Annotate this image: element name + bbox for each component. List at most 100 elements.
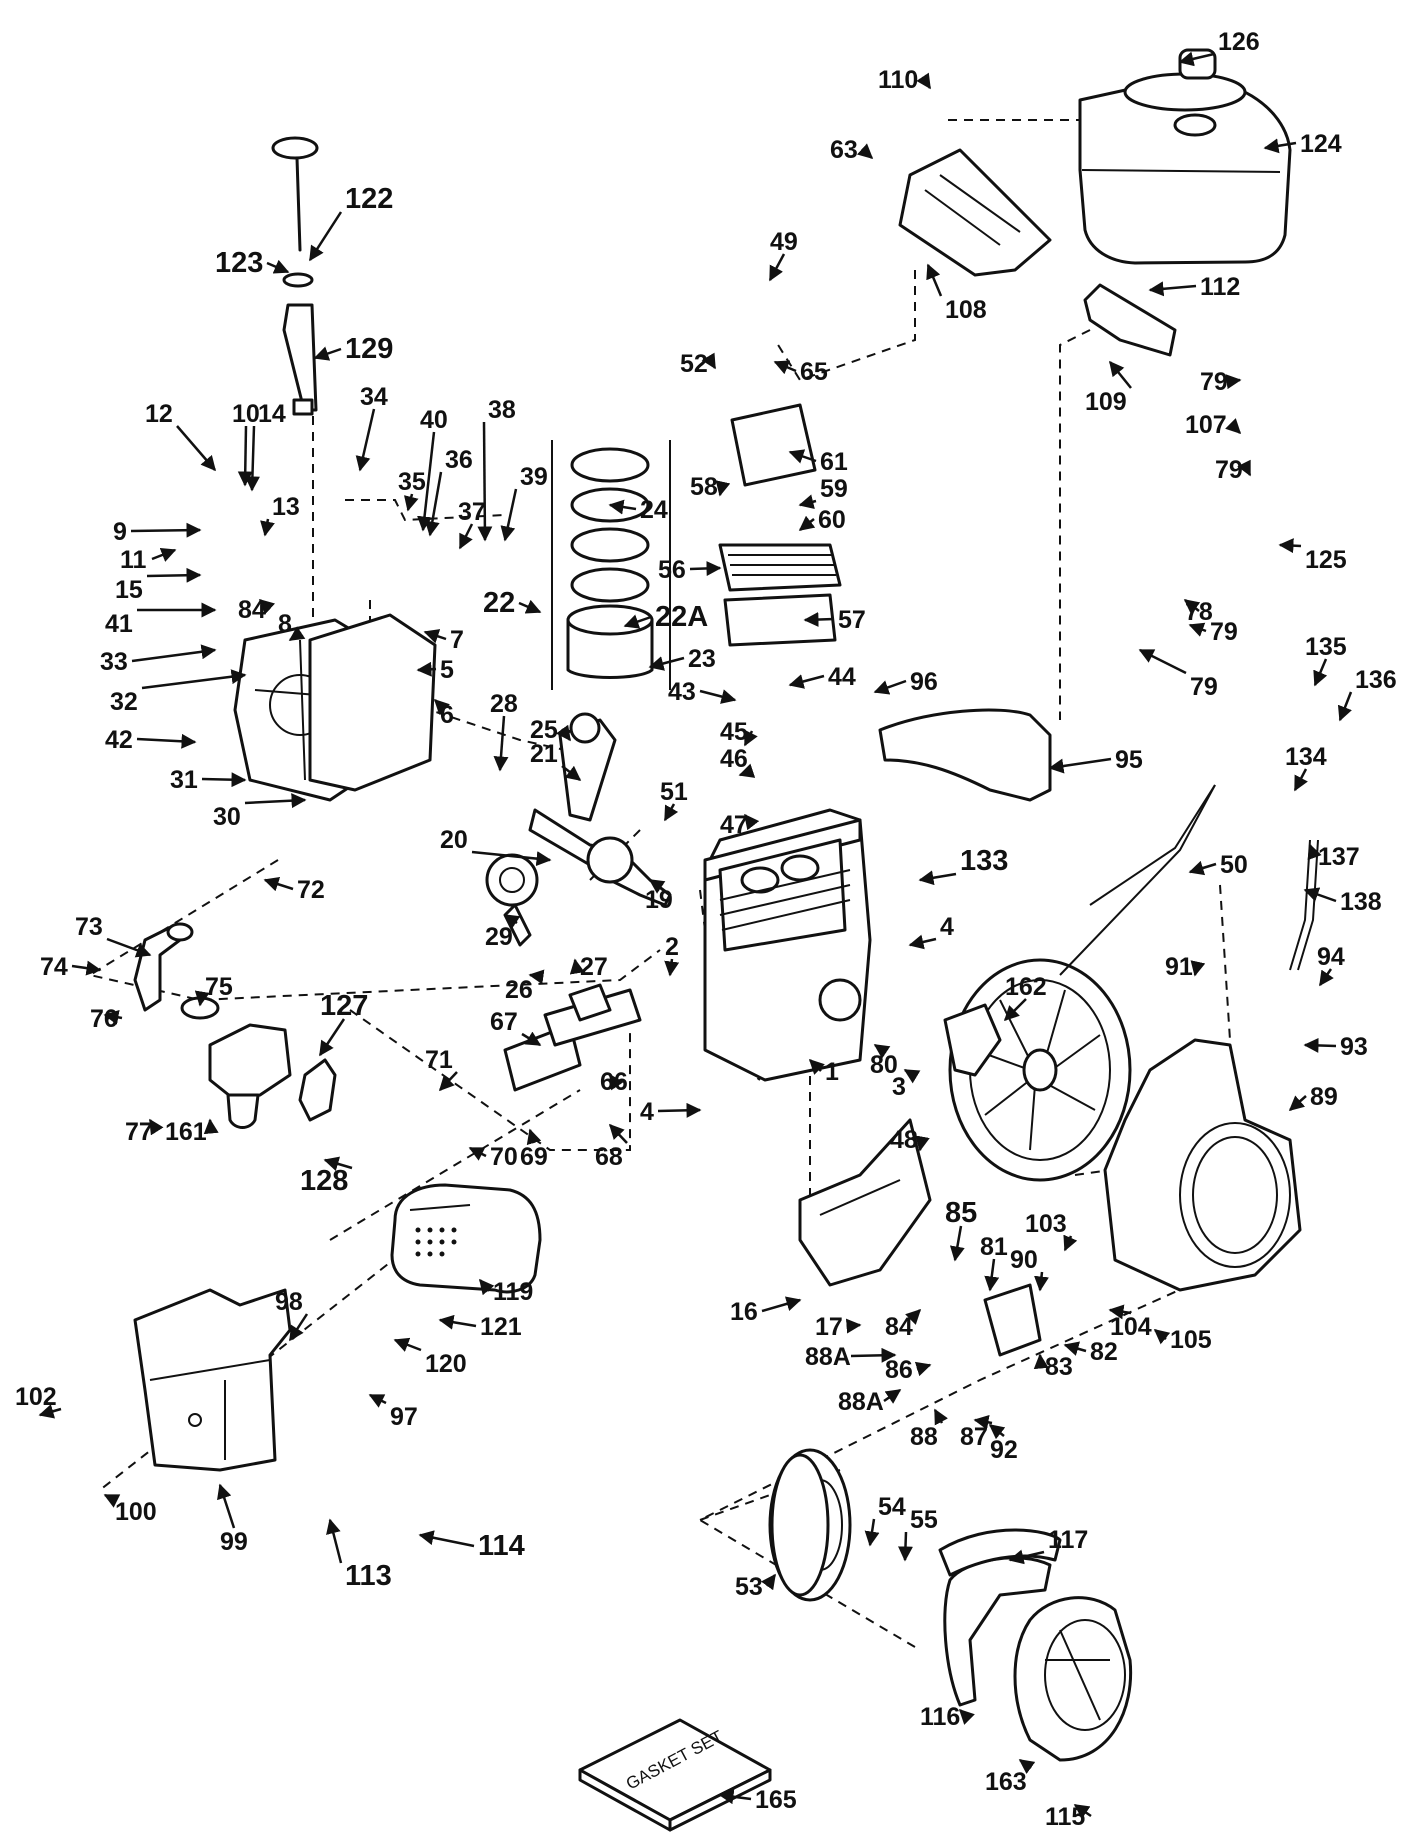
leader-arrow xyxy=(528,969,545,985)
part-number-label: 119 xyxy=(493,1278,533,1306)
leader-arrow xyxy=(663,803,679,822)
callout-70: 70 xyxy=(468,1143,518,1171)
leader-arrow xyxy=(355,408,376,472)
callout-10: 10 xyxy=(232,400,260,487)
leader-arrow xyxy=(808,1058,825,1075)
callout-29: 29 xyxy=(485,913,521,951)
part-number-label: 97 xyxy=(390,1403,418,1431)
part-number-label: 19 xyxy=(645,886,673,914)
callout-128: 128 xyxy=(300,1156,353,1197)
leader-arrow xyxy=(260,518,275,537)
leader-arrow xyxy=(131,644,217,663)
callout-21: 21 xyxy=(530,740,582,781)
leader-arrow xyxy=(738,763,756,778)
callout-16: 16 xyxy=(730,1296,802,1326)
part-number-label: 34 xyxy=(360,383,388,411)
leader-arrow xyxy=(237,425,253,487)
leader-arrow xyxy=(1138,648,1187,675)
leader-arrow xyxy=(864,1518,880,1547)
part-number-label: 7 xyxy=(450,626,464,654)
leader-arrow xyxy=(918,870,957,886)
callout-34: 34 xyxy=(355,383,388,472)
part-callouts: 1234567891011121314151617192021222324252… xyxy=(15,28,1397,1831)
leader-arrow xyxy=(648,878,666,894)
callout-31: 31 xyxy=(170,766,247,794)
part-number-label: 61 xyxy=(820,448,848,476)
part-number-label: 54 xyxy=(878,1493,906,1521)
part-number-label: 70 xyxy=(490,1143,518,1171)
callout-67: 67 xyxy=(490,1008,542,1047)
leader-arrow xyxy=(915,1135,930,1152)
callout-58: 58 xyxy=(690,473,731,501)
callout-9: 9 xyxy=(113,518,202,546)
callout-97: 97 xyxy=(368,1393,418,1431)
leader-arrow xyxy=(1188,622,1207,637)
leader-arrow xyxy=(244,793,307,809)
leader-arrow xyxy=(288,626,306,642)
part-number-label: 112 xyxy=(1200,273,1240,301)
starter-cup xyxy=(938,1528,1062,1707)
leader-arrow xyxy=(973,1414,993,1430)
part-number-label: 107 xyxy=(1185,411,1227,439)
leader-arrow xyxy=(1034,1271,1049,1292)
callout-161: 161 xyxy=(165,1118,219,1146)
piston-and-rings xyxy=(551,440,671,690)
part-number-label: 68 xyxy=(595,1143,623,1171)
muffler xyxy=(390,1183,542,1294)
part-number-label: 83 xyxy=(1045,1353,1073,1381)
callout-66: 66 xyxy=(600,1068,628,1096)
callout-71: 71 xyxy=(425,1046,458,1092)
part-number-label: 103 xyxy=(1025,1210,1067,1238)
leader-arrow xyxy=(326,1518,343,1564)
part-number-label: 137 xyxy=(1318,843,1360,871)
leader-arrow xyxy=(850,1347,897,1363)
part-number-label: 57 xyxy=(838,606,866,634)
leader-arrow xyxy=(521,1031,542,1047)
part-number-label: 52 xyxy=(680,350,708,378)
leader-arrow xyxy=(418,1530,475,1548)
part-number-label: 12 xyxy=(145,400,173,428)
part-number-label: 109 xyxy=(1085,388,1127,416)
tank-bracket xyxy=(898,148,1052,277)
part-number-label: 58 xyxy=(690,473,718,501)
part-number-label: 38 xyxy=(488,396,516,424)
callout-73: 73 xyxy=(75,913,152,958)
callout-110: 110 xyxy=(878,66,932,94)
leader-arrow xyxy=(258,598,276,615)
leader-arrow xyxy=(897,1531,913,1562)
callout-122: 122 xyxy=(308,183,393,262)
leader-arrow xyxy=(845,1318,862,1334)
callout-12: 12 xyxy=(145,400,216,472)
part-number-label: 30 xyxy=(213,803,241,831)
part-number-label: 29 xyxy=(485,923,513,951)
callout-107: 107 xyxy=(1185,411,1242,439)
part-number-label: 43 xyxy=(668,678,696,706)
leader-arrow xyxy=(788,674,825,689)
part-number-label: 133 xyxy=(960,845,1008,877)
leader-arrow xyxy=(1183,599,1201,615)
leader-arrow xyxy=(744,813,760,831)
leader-arrow xyxy=(106,937,152,958)
leader-arrow xyxy=(458,523,474,550)
part-number-label: 84 xyxy=(238,596,266,624)
leader-arrow xyxy=(1178,51,1215,67)
leader-arrow xyxy=(1237,459,1252,477)
callout-92: 92 xyxy=(988,1424,1018,1464)
part-number-label: 90 xyxy=(1010,1246,1038,1274)
part-number-label: 78 xyxy=(1185,598,1213,626)
callout-108: 108 xyxy=(926,263,987,324)
blower-housing xyxy=(1103,1038,1302,1292)
cylinder-head xyxy=(718,403,842,647)
leader-arrow xyxy=(743,729,758,747)
callout-137: 137 xyxy=(1307,843,1360,871)
leader-arrow xyxy=(1008,1549,1045,1565)
part-number-label: 72 xyxy=(297,876,325,904)
part-number-label: 79 xyxy=(1210,618,1238,646)
part-number-label: 69 xyxy=(520,1143,548,1171)
leader-arrow xyxy=(1003,998,1027,1022)
callout-43: 43 xyxy=(668,678,737,706)
leader-arrow xyxy=(768,253,786,282)
part-number-label: 73 xyxy=(75,913,103,941)
part-number-label: 2 xyxy=(665,933,679,961)
